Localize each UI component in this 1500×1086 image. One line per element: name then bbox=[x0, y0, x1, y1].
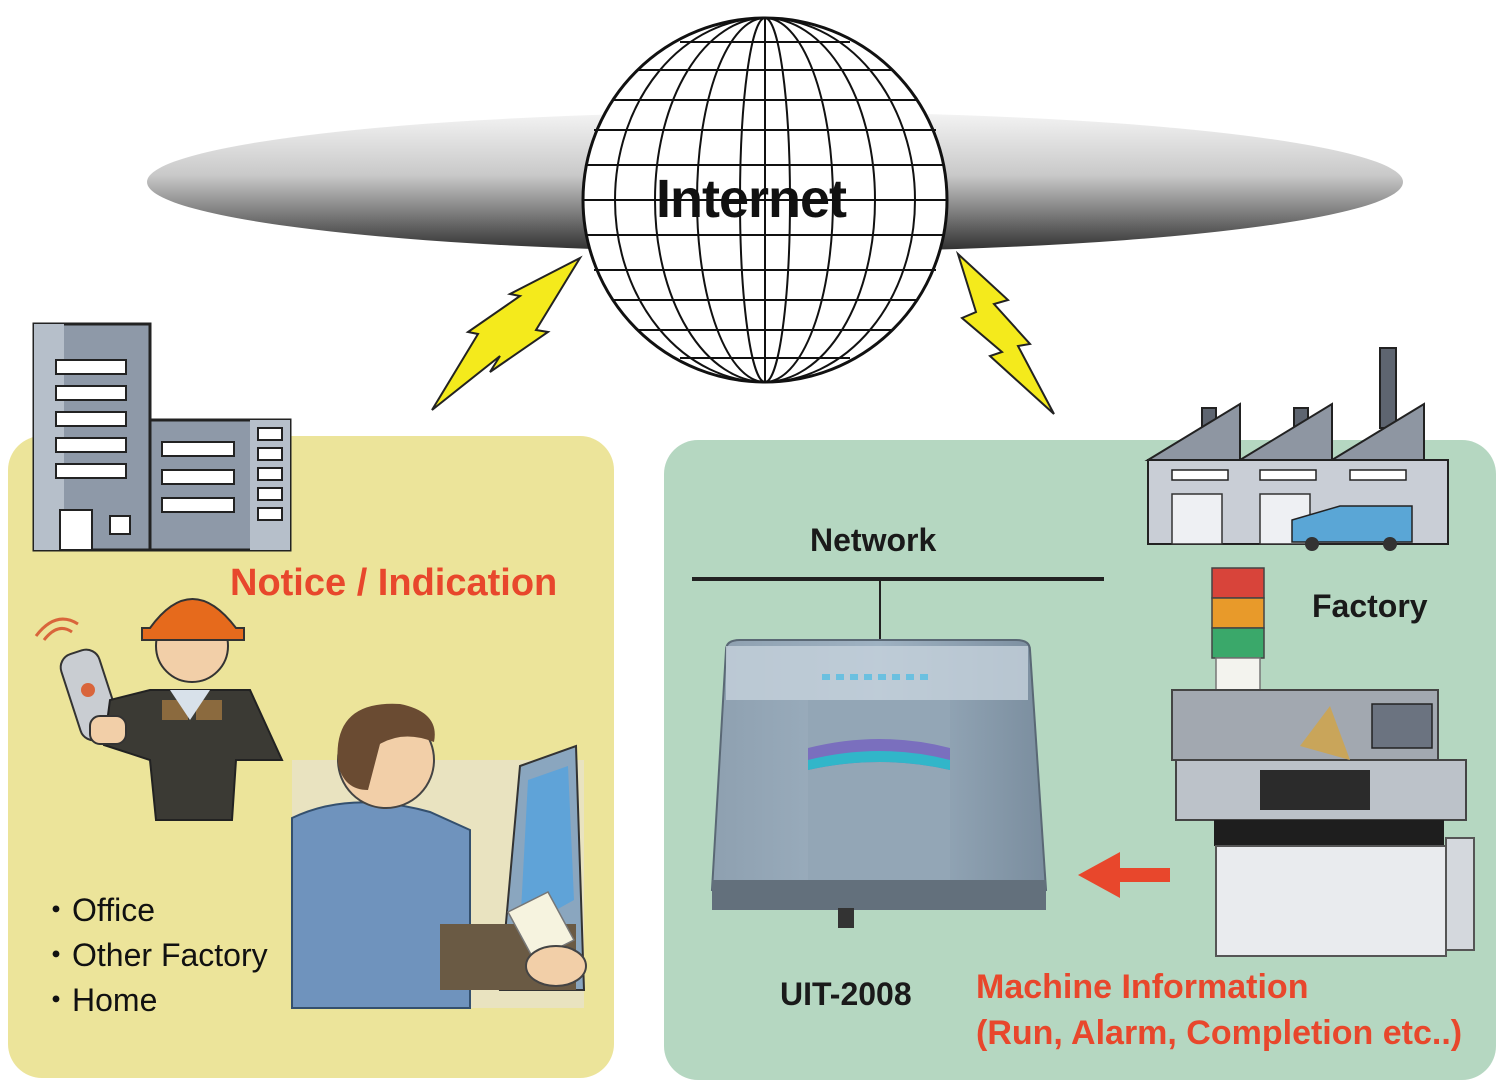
worker-with-phone-icon bbox=[34, 598, 284, 821]
machine-tool-icon bbox=[1171, 567, 1475, 957]
location-item-other-factory: ・Other Factory bbox=[40, 937, 268, 973]
office-building-icon bbox=[32, 322, 292, 552]
factory-building-icon bbox=[1144, 347, 1449, 551]
notice-indication-heading: Notice / Indication bbox=[230, 562, 558, 604]
lightning-right-icon bbox=[955, 250, 1055, 415]
location-item-office: ・Office bbox=[40, 892, 156, 928]
machine-info-title: Machine Information bbox=[976, 968, 1309, 1006]
machine-to-device-arrow-icon bbox=[1078, 852, 1170, 898]
factory-label: Factory bbox=[1312, 588, 1428, 624]
uit-2008-device-icon bbox=[710, 639, 1048, 928]
machine-info-detail: (Run, Alarm, Completion etc..) bbox=[976, 1014, 1463, 1052]
internet-label: Internet bbox=[656, 169, 847, 229]
location-item-home: ・Home bbox=[40, 982, 158, 1018]
network-label: Network bbox=[810, 522, 937, 558]
man-at-computer-icon bbox=[291, 703, 587, 1009]
remote-locations-list: ・Office ・Other Factory ・Home bbox=[40, 888, 268, 1023]
lightning-left-icon bbox=[431, 255, 583, 411]
globe-icon bbox=[581, 16, 949, 384]
device-label: UIT-2008 bbox=[780, 976, 912, 1012]
